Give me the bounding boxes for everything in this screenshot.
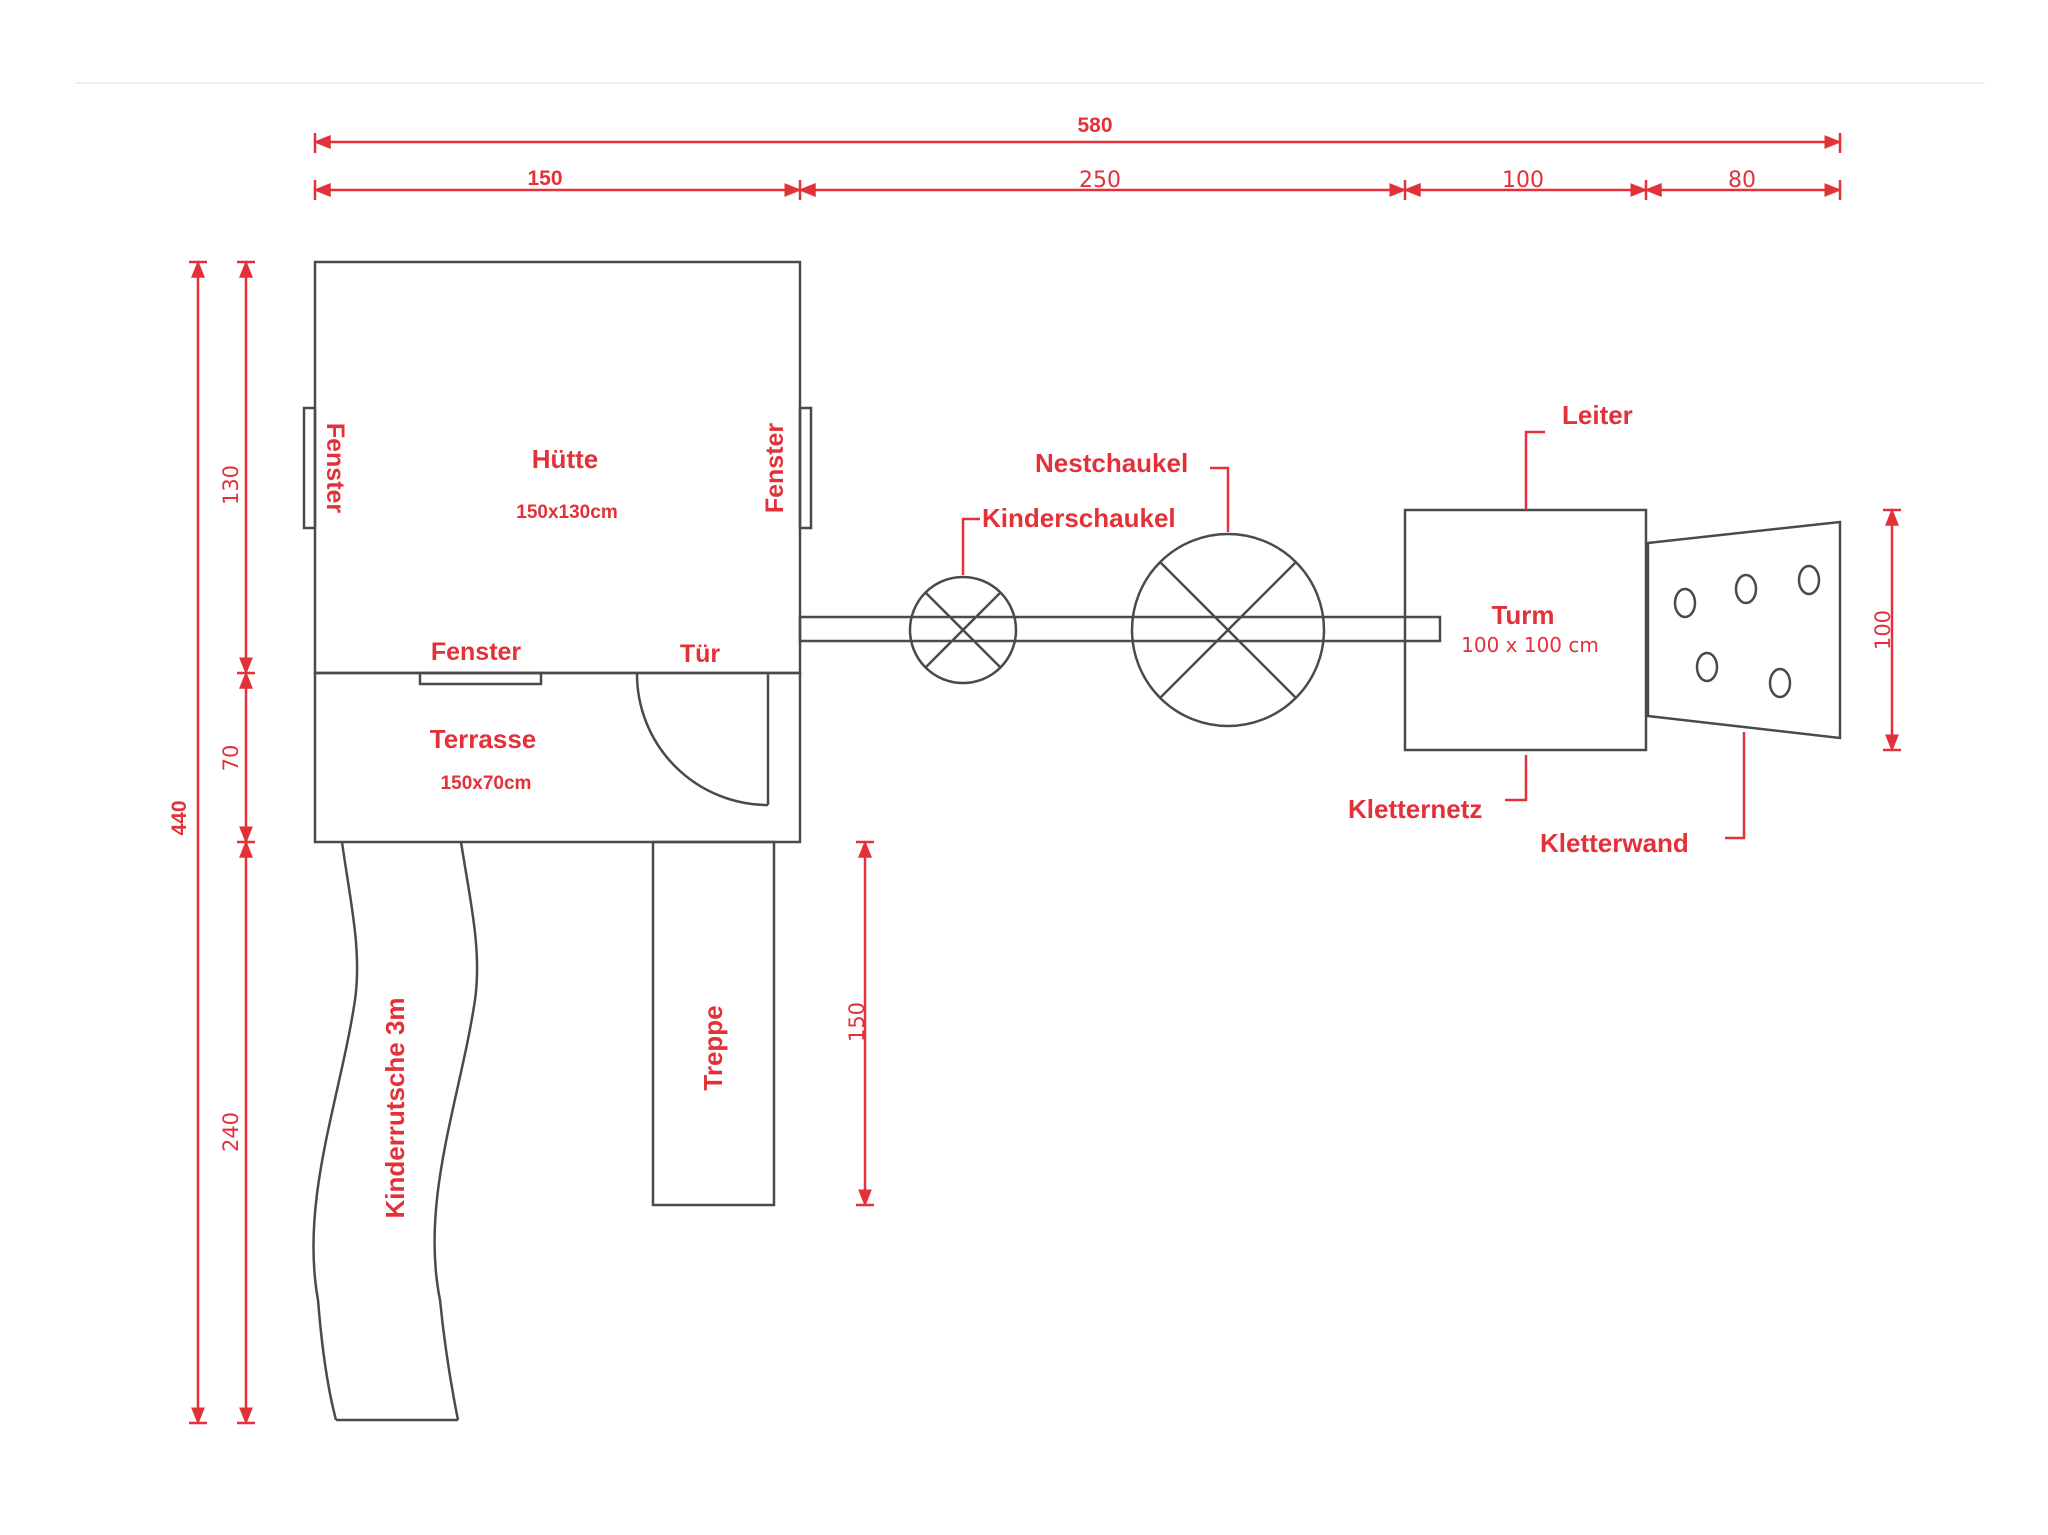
terrace: Fenster Tür Terrasse 150x70cm	[313, 638, 802, 844]
swing-beam	[798, 615, 1442, 643]
dim-70-text: 70	[219, 745, 243, 772]
dim-100-text: 100	[1502, 168, 1544, 193]
child-swing-label: Kinderschaukel	[982, 503, 1176, 533]
slide-label: Kinderrutsche 3m	[380, 997, 410, 1218]
door-swing-arc	[635, 672, 769, 807]
hut-label: Hütte	[532, 444, 598, 474]
dim-wall-100-text: 100	[1871, 610, 1895, 650]
terrace-label: Terrasse	[430, 724, 537, 754]
stairs: Treppe	[651, 840, 776, 1207]
nest-swing-label: Nestchaukel	[1035, 448, 1188, 478]
dimension-total-width: 580	[313, 114, 1842, 153]
climbing-net-label: Kletternetz	[1348, 794, 1482, 824]
door-label: Tür	[680, 640, 721, 668]
hut-size-label: 150x130cm	[516, 502, 617, 523]
tower-label: Turm	[1491, 600, 1554, 630]
window-right-label: Fenster	[761, 423, 789, 514]
window-left-label: Fenster	[321, 423, 349, 514]
ladder-annotation: Leiter	[1524, 400, 1633, 510]
dimension-segments-width: 150 250 100 80	[313, 167, 1842, 200]
ladder-label: Leiter	[1562, 400, 1633, 430]
dim-580-text: 580	[1077, 114, 1112, 137]
dimension-segments-height: 130 70 240	[219, 260, 255, 1425]
slide: Kinderrutsche 3m	[312, 841, 479, 1422]
climbing-wall-label: Kletterwand	[1540, 828, 1689, 858]
dim-440-text: 440	[168, 800, 191, 835]
dim-240-text: 240	[219, 1112, 243, 1152]
dimension-wall-height: 100	[1871, 508, 1901, 752]
stairs-label: Treppe	[698, 1005, 728, 1090]
child-swing: Kinderschaukel	[908, 503, 1176, 685]
hut: Hütte 150x130cm Fenster Fenster	[302, 260, 813, 675]
dim-250-text: 250	[1079, 168, 1121, 193]
dim-stairs-150-text: 150	[845, 1002, 869, 1042]
window-bottom-label: Fenster	[431, 638, 522, 666]
dimension-total-height: 440	[168, 260, 207, 1425]
dim-150-text: 150	[527, 167, 562, 190]
tower-size-label: 100 x 100 cm	[1461, 633, 1599, 657]
dim-130-text: 130	[219, 465, 243, 505]
terrace-size-label: 150x70cm	[441, 773, 532, 794]
dim-80-text: 80	[1728, 168, 1756, 193]
climbing-wall: Kletterwand	[1540, 520, 1842, 858]
nest-swing: Nestchaukel	[1035, 448, 1326, 728]
dimension-stairs-height: 150	[845, 840, 874, 1207]
climbing-net-annotation: Kletternetz	[1348, 755, 1528, 824]
